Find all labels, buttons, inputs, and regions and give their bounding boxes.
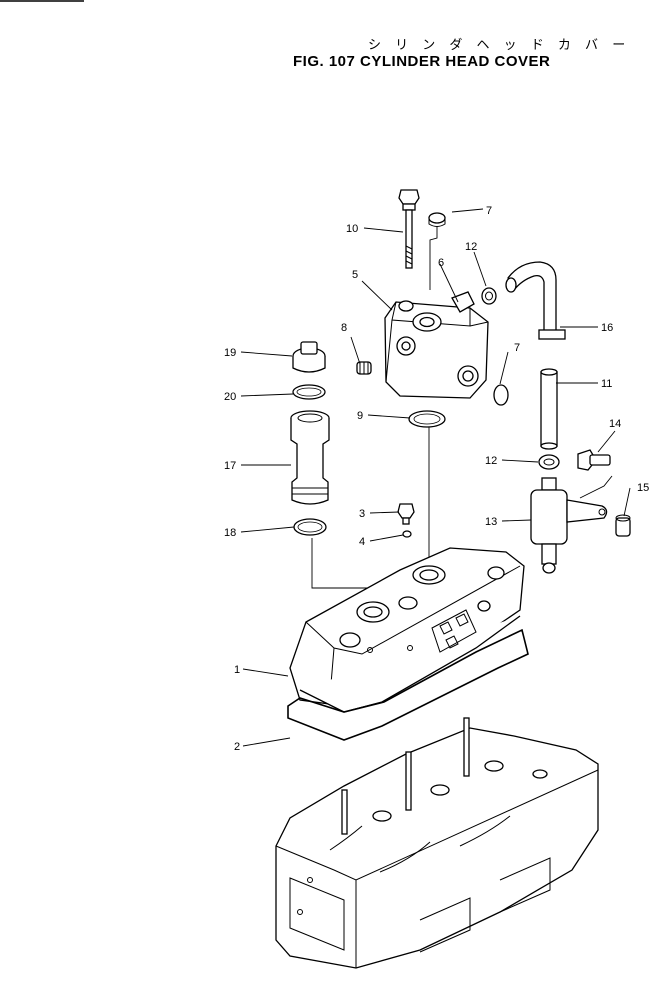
part-7-o-ring [493, 384, 509, 406]
callout-10: 10 [346, 223, 358, 235]
callout-16: 16 [601, 322, 613, 334]
part-1-cylinder-head-cover [289, 547, 525, 713]
callout-8: 8 [341, 322, 347, 334]
part-14-banjo-bolt [577, 449, 611, 471]
part-12-hose-clamp-upper [481, 287, 497, 305]
callout-20: 20 [224, 391, 236, 403]
callout-6: 6 [438, 257, 444, 269]
callout-7-top: 7 [486, 205, 492, 217]
callout-9: 9 [357, 410, 363, 422]
callout-leaders [240, 208, 631, 747]
callout-19: 19 [224, 347, 236, 359]
callout-4: 4 [359, 536, 365, 548]
callout-15: 15 [637, 482, 649, 494]
part-12-hose-clamp-lower [538, 454, 560, 470]
part-2-gasket [287, 628, 529, 741]
part-13-oil-separator [530, 475, 613, 574]
callout-11: 11 [601, 378, 612, 390]
figure-title: FIG. 107 CYLINDER HEAD COVER [293, 53, 551, 70]
cylinder-head [275, 717, 599, 969]
part-4-washer [402, 530, 412, 538]
figure-title-japanese: シ リ ン ダ ヘ ッ ド カ バ ー [368, 38, 631, 53]
part-15-bushing [615, 514, 631, 537]
callout-18: 18 [224, 527, 236, 539]
part-7-cap [428, 212, 446, 290]
callout-12-upper: 12 [465, 241, 477, 253]
callout-2: 2 [234, 741, 240, 753]
part-8-plug [356, 361, 372, 375]
callout-5: 5 [352, 269, 358, 281]
part-20-o-ring [292, 384, 326, 400]
part-17-oil-filler-tube [290, 410, 330, 505]
part-5-breather-housing [384, 291, 489, 399]
part-10-bolt [398, 189, 420, 269]
part-19-oil-filler-cap [292, 341, 326, 373]
callout-12-lower: 12 [485, 455, 497, 467]
part-18-o-ring [293, 518, 327, 536]
callout-13: 13 [485, 516, 497, 528]
callout-3: 3 [359, 508, 365, 520]
part-11-tube [540, 368, 558, 450]
callout-7-right: 7 [514, 342, 520, 354]
callout-labels: 10 7 12 6 5 8 7 16 11 19 20 9 12 14 15 1… [224, 205, 649, 753]
part-3-bolt [397, 503, 415, 525]
callout-17: 17 [224, 460, 236, 472]
callout-1: 1 [234, 664, 240, 676]
part-16-breather-hose [505, 261, 566, 340]
callout-14: 14 [609, 418, 621, 430]
